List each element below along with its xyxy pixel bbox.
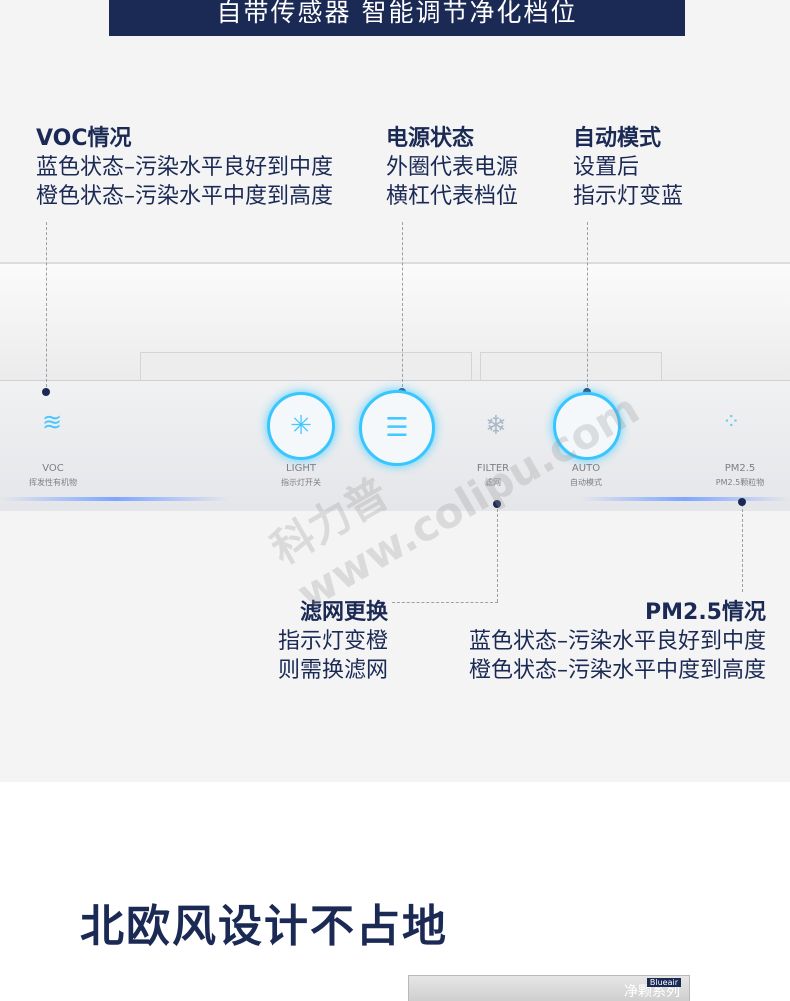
brand-logo: Blueair [646,978,681,987]
voc-title: VOC情况 [36,126,132,151]
banner: 自带传感器 智能调节净化档位 [109,0,685,36]
auto-label: AUTO [571,463,601,474]
section-title: 北欧风设计不占地 [80,901,448,952]
pm-light-bar [580,497,790,501]
voc-label: VOC [42,463,64,474]
pm-line2: 橙色状态–污染水平中度到高度 [468,658,766,683]
voc-icon: ≋ [42,408,63,436]
pm-annotation: PM2.5情况 蓝色状态–污染水平良好到中度 橙色状态–污染水平中度到高度 [420,598,766,685]
fan-speed-icon: ☰ [385,413,409,443]
filter-sublabel: 滤网 [485,478,501,487]
power-line1: 外圈代表电源 [386,155,519,180]
power-annotation: 电源状态 外圈代表电源 横杠代表档位 [386,124,518,211]
pm-title: PM2.5情况 [645,600,766,625]
pm-line1: 蓝色状态–污染水平良好到中度 [468,629,766,654]
pm-leader [742,504,743,592]
power-button[interactable]: ☰ [359,390,435,466]
auto-line2: 指示灯变蓝 [573,184,684,209]
pm-icon: ⁘ [722,410,741,435]
filter-annotation: 滤网更换 指示灯变橙 则需换滤网 [236,598,388,685]
product-series: 净颗系列 [624,984,680,1000]
power-title: 电源状态 [386,126,475,151]
voc-leader [46,222,47,392]
auto-leader [587,222,588,392]
filter-title: 滤网更换 [299,600,388,625]
light-label: LIGHT [286,463,316,474]
filter-button[interactable]: ❄ [470,400,522,452]
filter-leader [497,504,498,602]
pm-label: PM2.5 [724,463,756,474]
voc-light-bar [0,497,230,501]
filter-label: FILTER [476,463,510,474]
product-image: 净颗系列 Blueair [408,975,690,1001]
power-line2: 横杠代表档位 [386,184,519,209]
auto-line1: 设置后 [573,155,640,180]
voc-line1: 蓝色状态–污染水平良好到中度 [36,155,334,180]
cover-hinge-left [140,352,472,383]
banner-text: 自带传感器 智能调节净化档位 [216,0,578,27]
auto-button[interactable] [553,392,621,460]
light-sublabel: 指示灯开关 [281,478,321,487]
auto-title: 自动模式 [573,126,662,151]
filter-leader-h [392,602,498,603]
filter-dot [493,500,501,508]
voc-annotation: VOC情况 蓝色状态–污染水平良好到中度 橙色状态–污染水平中度到高度 [36,124,333,211]
light-icon: ✳ [290,411,312,441]
filter-icon: ❄ [485,411,507,441]
voc-dot [42,388,50,396]
light-button[interactable]: ✳ [267,392,335,460]
filter-line1: 指示灯变橙 [277,629,388,654]
pm-sublabel: PM2.5颗粒物 [715,478,765,487]
auto-annotation: 自动模式 设置后 指示灯变蓝 [573,124,683,211]
voc-line2: 橙色状态–污染水平中度到高度 [36,184,334,209]
pm-dot [738,498,746,506]
auto-sublabel: 自动模式 [570,478,602,487]
voc-sublabel: 挥发性有机物 [29,478,77,487]
filter-line2: 则需换滤网 [277,658,388,683]
cover-hinge-right [480,352,662,383]
power-leader [402,222,403,392]
